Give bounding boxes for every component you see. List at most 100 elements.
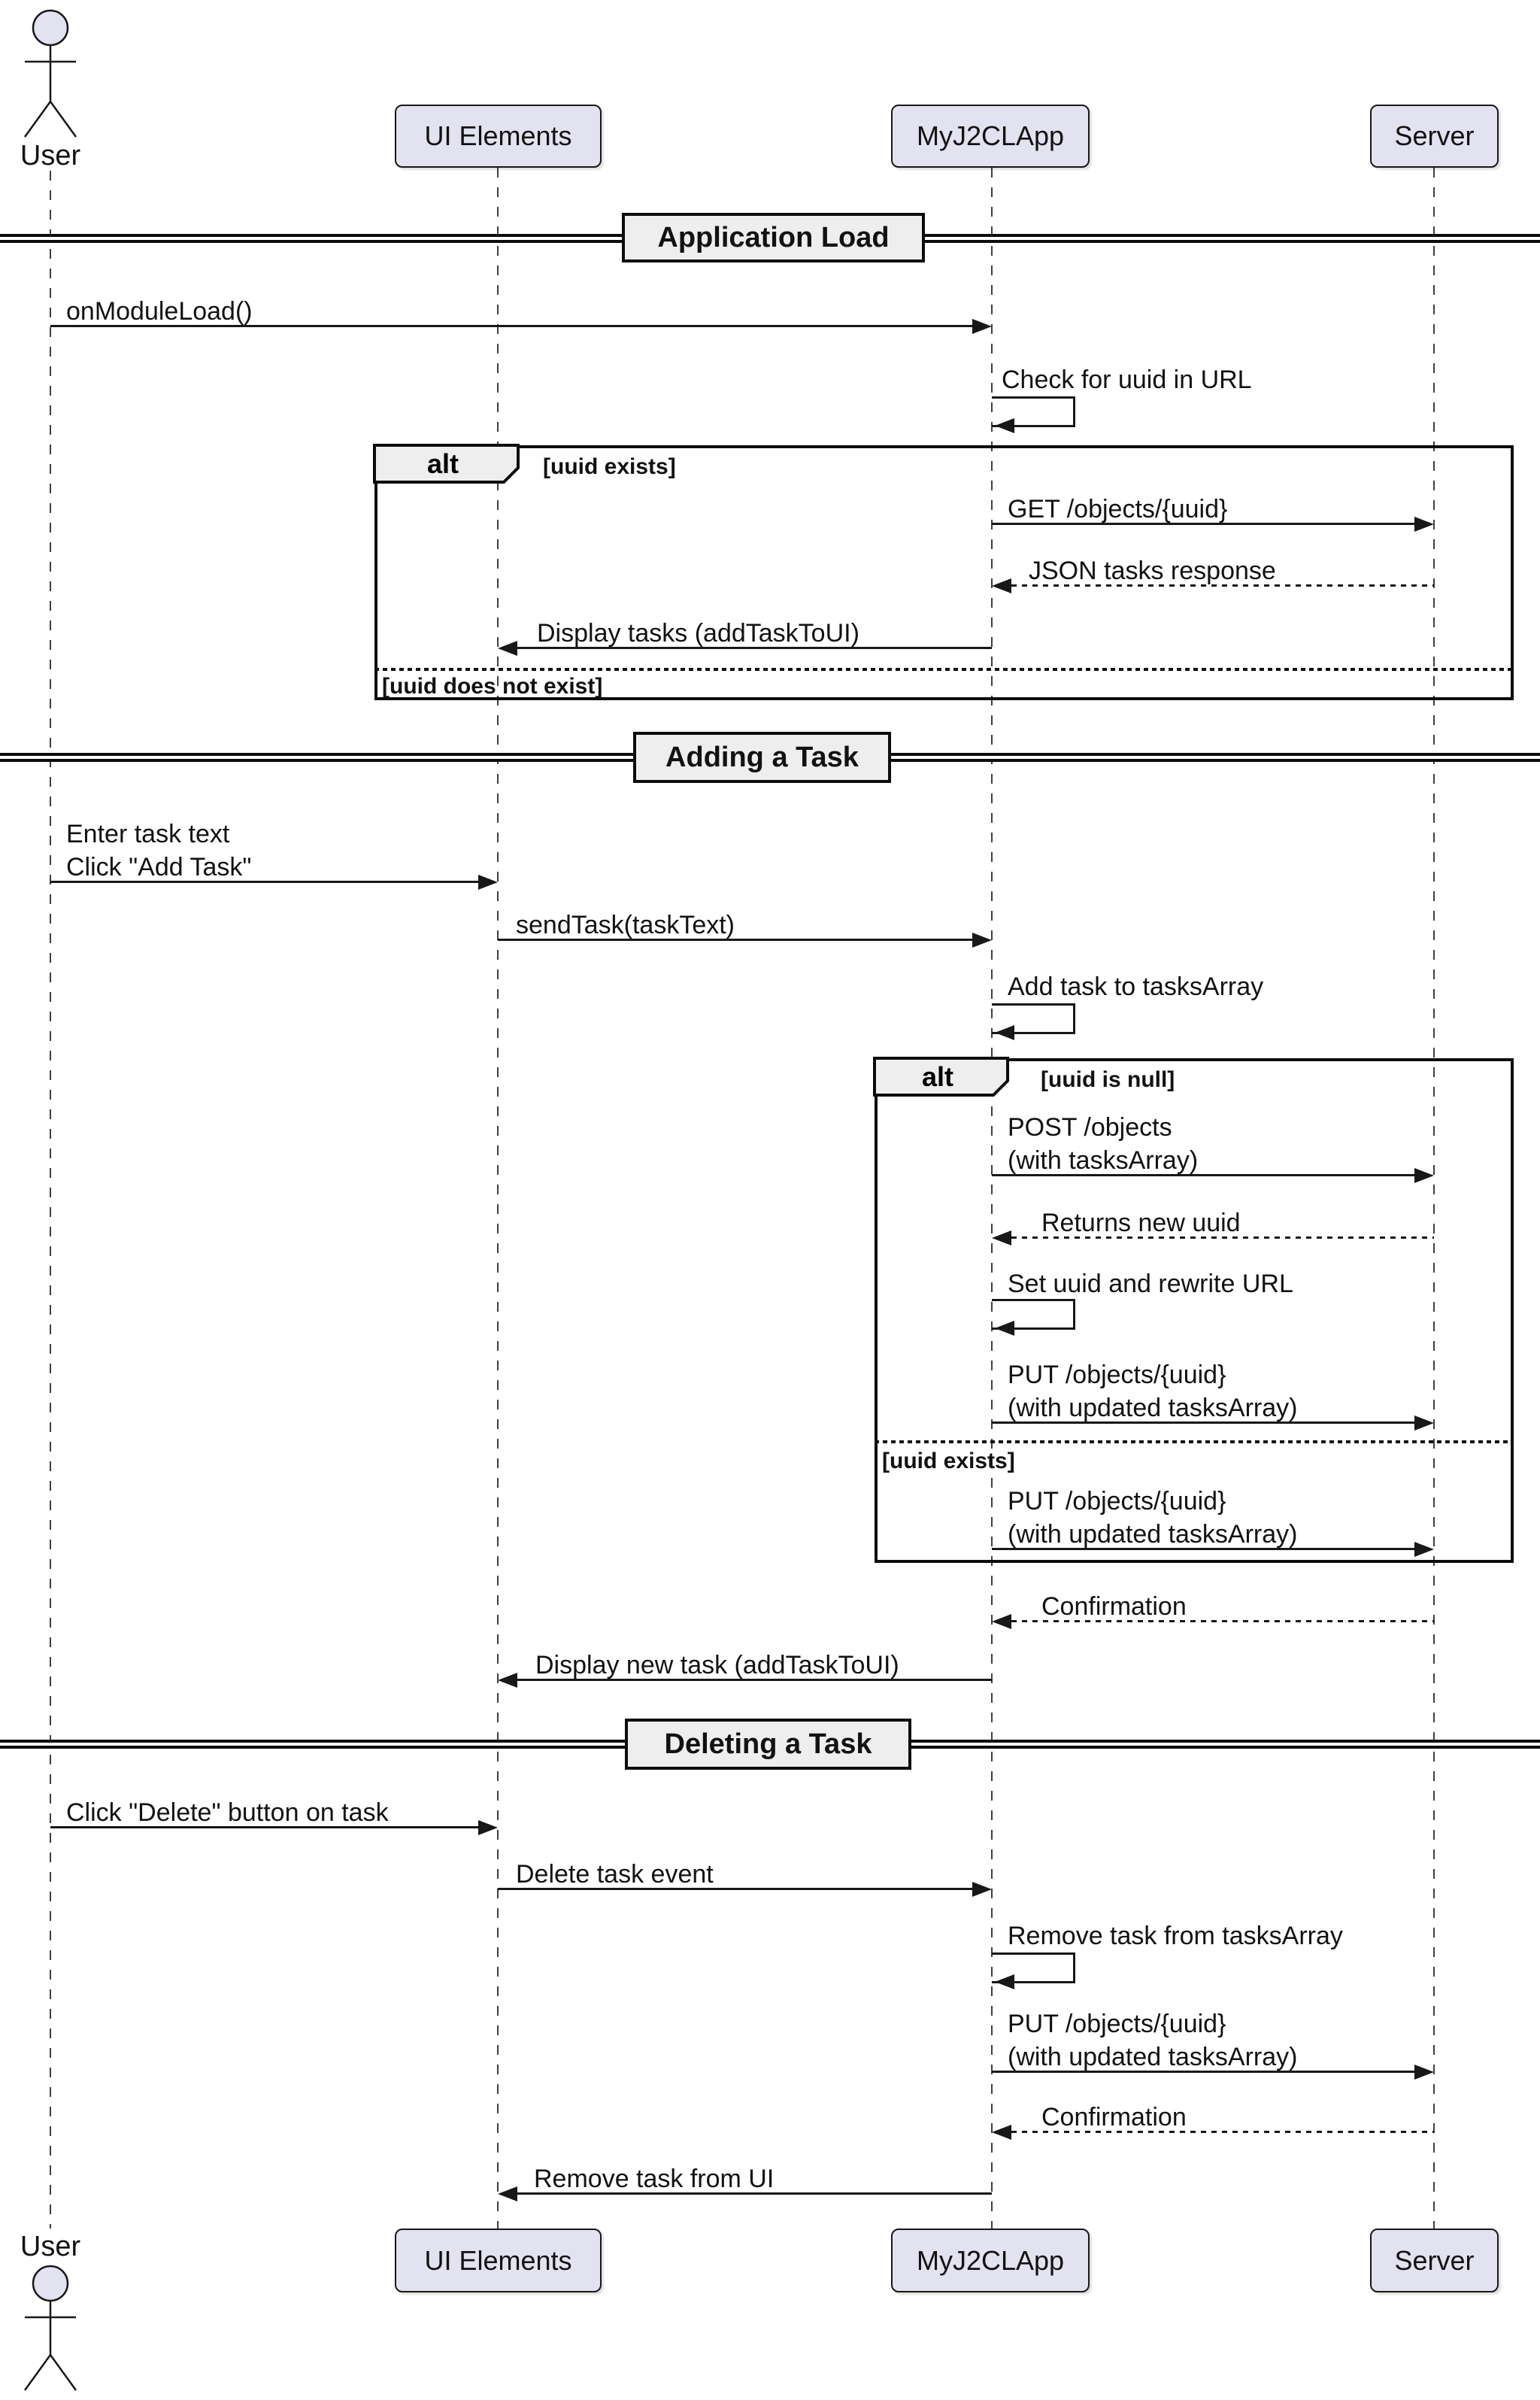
arrow-click-delete <box>50 1826 480 1828</box>
message-label-click-delete: Click "Delete" button on task <box>66 1798 389 1827</box>
arrowhead-enter-task <box>478 875 498 890</box>
arrowhead-put3 <box>1414 2065 1434 2080</box>
participant-bottom-myj2clapp: MyJ2CLApp <box>891 2229 1090 2292</box>
message-label-put2-line1: PUT /objects/{uuid} <box>1008 1487 1226 1516</box>
message-label-put3-line1: PUT /objects/{uuid} <box>1008 2010 1226 2038</box>
participant-bottom-user-label: User <box>20 2231 81 2262</box>
alt-frame-2-guard-bottom: [uuid exists] <box>882 1449 1015 1473</box>
message-label-post-line2: (with tasksArray) <box>1008 1146 1199 1175</box>
participant-bottom-ui-elements: UI Elements <box>395 2229 602 2292</box>
arrowhead-click-delete <box>478 1820 498 1835</box>
message-label-put3-line2: (with updated tasksArray) <box>1008 2043 1298 2071</box>
message-label-display-new: Display new task (addTaskToUI) <box>535 1651 899 1679</box>
alt-frame-1-operator: alt <box>427 448 459 479</box>
participant-bottom-ui-elements-label: UI Elements <box>424 2244 572 2276</box>
participant-top-user-label: User <box>20 140 81 171</box>
message-label-send-task: sendTask(taskText) <box>516 911 735 939</box>
arrowhead-confirmation1 <box>992 1614 1011 1629</box>
arrowhead-put1 <box>1414 1415 1434 1431</box>
arrow-put3 <box>992 2071 1416 2073</box>
lifeline-user <box>50 171 51 2229</box>
arrowhead-remove-ui <box>498 2186 517 2201</box>
alt-frame-2 <box>875 1058 1514 1563</box>
message-label-set-uuid: Set uuid and rewrite URL <box>1008 1270 1293 1298</box>
arrowhead-add-task <box>995 1025 1014 1040</box>
alt-frame-1 <box>374 445 1514 700</box>
arrow-json-tasks <box>1011 584 1434 587</box>
participant-top-myj2clapp: MyJ2CLApp <box>891 105 1090 168</box>
alt-frame-2-guard-top: [uuid is null] <box>1041 1067 1175 1092</box>
alt-frame-2-pentagon: alt <box>873 1057 1009 1097</box>
arrowhead-returns-uuid <box>992 1230 1011 1246</box>
arrow-display-tasks <box>517 647 992 649</box>
lifeline-ui <box>497 168 499 2229</box>
arrowhead-delete-event <box>972 1882 992 1897</box>
participant-bottom-server: Server <box>1370 2229 1499 2292</box>
arrowhead-post <box>1414 1168 1434 1183</box>
message-label-display-tasks: Display tasks (addTaskToUI) <box>537 619 859 648</box>
arrow-display-new <box>517 1679 992 1681</box>
participant-top-myj2clapp-label: MyJ2CLApp <box>916 120 1065 151</box>
divider-deleting-task-title: Deleting a Task <box>664 1728 872 1760</box>
arrowhead-onmoduleload <box>972 319 992 334</box>
alt-frame-1-pentagon: alt <box>373 444 520 484</box>
arrow-put2 <box>992 1548 1416 1550</box>
user-actor-icon-bottom <box>23 2265 77 2391</box>
arrow-post <box>992 1174 1416 1176</box>
self-arrow-check-uuid <box>992 396 1075 427</box>
arrow-confirmation2 <box>1011 2131 1434 2133</box>
arrow-put1 <box>992 1421 1416 1424</box>
arrow-returns-uuid <box>1011 1236 1434 1239</box>
arrowhead-set-uuid <box>995 1321 1014 1336</box>
alt-frame-1-guard-bottom: [uuid does not exist] <box>382 674 603 699</box>
divider-adding-task-title: Adding a Task <box>665 741 859 773</box>
arrow-send-task <box>498 939 974 941</box>
message-label-json-tasks: JSON tasks response <box>1029 557 1276 585</box>
user-actor-icon <box>23 9 77 138</box>
message-label-remove-array: Remove task from tasksArray <box>1008 1922 1343 1950</box>
arrowhead-confirmation2 <box>992 2125 1011 2140</box>
divider-application-load: Application Load <box>622 213 925 262</box>
message-label-remove-ui: Remove task from UI <box>534 2165 775 2193</box>
message-label-put1-line1: PUT /objects/{uuid} <box>1008 1361 1226 1389</box>
alt-frame-1-guard-top: [uuid exists] <box>543 454 676 479</box>
message-label-put2-line2: (with updated tasksArray) <box>1008 1520 1298 1549</box>
divider-deleting-task: Deleting a Task <box>625 1719 911 1770</box>
message-label-confirmation2: Confirmation <box>1041 2103 1187 2131</box>
arrow-get-objects <box>992 523 1416 525</box>
message-label-get-objects: GET /objects/{uuid} <box>1008 495 1228 523</box>
divider-application-load-title: Application Load <box>657 221 890 253</box>
self-arrow-remove-array <box>992 1952 1075 1983</box>
self-arrow-add-task <box>992 1003 1075 1034</box>
message-label-check-uuid: Check for uuid in URL <box>1002 366 1252 394</box>
participant-top-server-label: Server <box>1394 120 1475 151</box>
divider-adding-task: Adding a Task <box>633 732 891 783</box>
participant-top-ui-elements: UI Elements <box>395 105 602 168</box>
participant-top-ui-elements-label: UI Elements <box>424 120 572 151</box>
alt-frame-1-divider <box>374 668 1514 671</box>
self-arrow-set-uuid <box>992 1299 1075 1330</box>
message-label-enter-task-line1: Enter task text <box>66 820 230 848</box>
arrowhead-display-new <box>498 1673 517 1688</box>
arrow-enter-task <box>50 881 480 883</box>
message-label-post-line1: POST /objects <box>1008 1113 1172 1142</box>
arrowhead-check-uuid <box>995 418 1014 433</box>
arrowhead-get-objects <box>1414 517 1434 532</box>
alt-frame-2-operator: alt <box>922 1061 953 1092</box>
arrow-remove-ui <box>517 2192 992 2195</box>
arrow-delete-event <box>498 1888 974 1890</box>
arrowhead-send-task <box>972 933 992 948</box>
message-label-add-task: Add task to tasksArray <box>1008 972 1264 1001</box>
message-label-returns-uuid: Returns new uuid <box>1041 1209 1241 1237</box>
arrow-onmoduleload <box>50 325 974 327</box>
alt-frame-2-divider <box>875 1440 1514 1443</box>
arrowhead-put2 <box>1414 1542 1434 1557</box>
participant-bottom-myj2clapp-label: MyJ2CLApp <box>916 2244 1065 2276</box>
arrowhead-display-tasks <box>498 641 517 656</box>
message-label-enter-task-line2: Click "Add Task" <box>66 853 252 881</box>
lifeline-app <box>991 168 993 2229</box>
message-label-put1-line2: (with updated tasksArray) <box>1008 1394 1298 1422</box>
message-label-onmoduleload: onModuleLoad() <box>66 297 253 326</box>
arrow-confirmation1 <box>1011 1620 1434 1622</box>
